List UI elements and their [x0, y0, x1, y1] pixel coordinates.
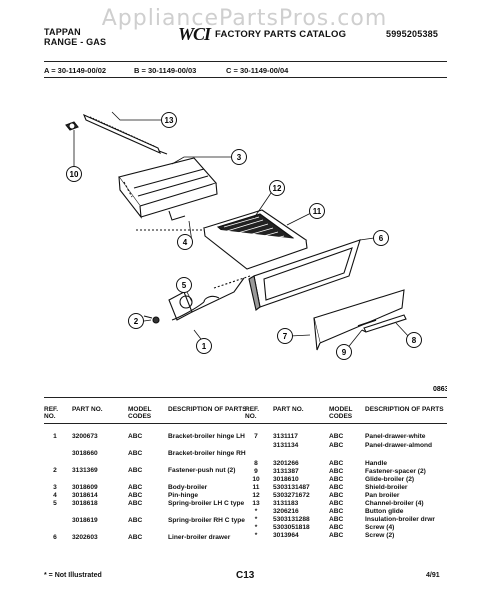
push-nut-part — [143, 315, 160, 324]
revision-date: 4/91 — [426, 572, 440, 579]
col-model-header: MODEL CODES — [128, 406, 152, 420]
col-part-header: PART NO. — [273, 406, 304, 413]
col-desc-header: DESCRIPTION OF PARTS — [365, 406, 444, 413]
version-a: A = 30-1149-00/02 — [44, 66, 107, 75]
broiler-body-part — [118, 157, 218, 221]
callout-5: 5 — [176, 277, 192, 293]
header-divider — [44, 61, 447, 62]
handle-part — [361, 314, 407, 333]
callout-10: 10 — [66, 166, 82, 182]
callout-8: 8 — [406, 332, 422, 348]
col-model-header: MODEL CODES — [329, 406, 353, 420]
callout-11: 11 — [309, 203, 325, 219]
broiler-pan-part — [202, 209, 308, 270]
callout-12: 12 — [269, 180, 285, 196]
svg-text:4: 4 — [183, 238, 188, 247]
catalog-title: FACTORY PARTS CATALOG — [215, 29, 347, 40]
parts-table-left: REF. NO. PART NO. MODEL CODES DESCRIPTIO… — [44, 406, 254, 556]
callout-2: 2 — [128, 313, 144, 329]
callout-9: 9 — [336, 344, 352, 360]
callout-1: 1 — [196, 338, 212, 354]
glide-part — [65, 121, 79, 131]
brand-line2: RANGE - GAS — [44, 37, 107, 47]
svg-text:5: 5 — [182, 281, 187, 290]
callout-6: 6 — [373, 230, 389, 246]
version-b: B = 30-1149-00/03 — [134, 66, 197, 75]
svg-text:6: 6 — [379, 234, 384, 243]
page-number: C13 — [236, 570, 255, 581]
svg-text:7: 7 — [283, 332, 288, 341]
spacer-part — [357, 319, 377, 327]
svg-text:12: 12 — [273, 184, 282, 193]
footnote: * = Not Illustrated — [44, 572, 102, 579]
brand-line1: TAPPAN — [44, 27, 81, 37]
header-rule-left — [44, 423, 249, 424]
header-rule-right — [245, 423, 447, 424]
col-part-header: PART NO. — [72, 406, 103, 413]
callouts: 13 3 10 12 11 6 4 5 2 1 7 9 8 — [66, 112, 422, 360]
col-ref-header: REF. NO. — [245, 406, 260, 420]
callout-3: 3 — [231, 149, 247, 165]
svg-text:9: 9 — [342, 348, 347, 357]
callout-13: 13 — [161, 112, 177, 128]
catalog-number: 5995205385 — [386, 29, 439, 39]
svg-text:13: 13 — [165, 116, 174, 125]
exploded-parts-diagram: 13 3 10 12 11 6 4 5 2 1 7 9 8 0863 — [65, 111, 447, 393]
wci-logo: WCI — [178, 24, 211, 44]
spring-hinge-part — [168, 275, 251, 321]
svg-text:2: 2 — [134, 317, 139, 326]
svg-text:11: 11 — [313, 207, 322, 216]
svg-text:10: 10 — [70, 170, 79, 179]
callout-7: 7 — [277, 328, 293, 344]
svg-text:8: 8 — [412, 336, 417, 345]
version-c: C = 30-1149-00/04 — [226, 66, 289, 75]
parts-table-right: REF. NO. PART NO. MODEL CODES DESCRIPTIO… — [245, 406, 455, 556]
col-desc-header: DESCRIPTION OF PARTS — [168, 406, 247, 413]
channel-rail-part — [82, 113, 168, 155]
version-divider — [44, 77, 447, 78]
liner-part — [248, 239, 361, 311]
callout-4: 4 — [177, 234, 193, 250]
drawer-panel-part — [313, 289, 405, 351]
col-ref-header: REF. NO. — [44, 406, 59, 420]
figure-code: 0863 — [433, 386, 447, 393]
svg-text:3: 3 — [237, 153, 242, 162]
svg-text:1: 1 — [202, 342, 207, 351]
table-top-divider — [44, 397, 447, 398]
watermark: AppliancePartsPros.com — [101, 6, 388, 31]
